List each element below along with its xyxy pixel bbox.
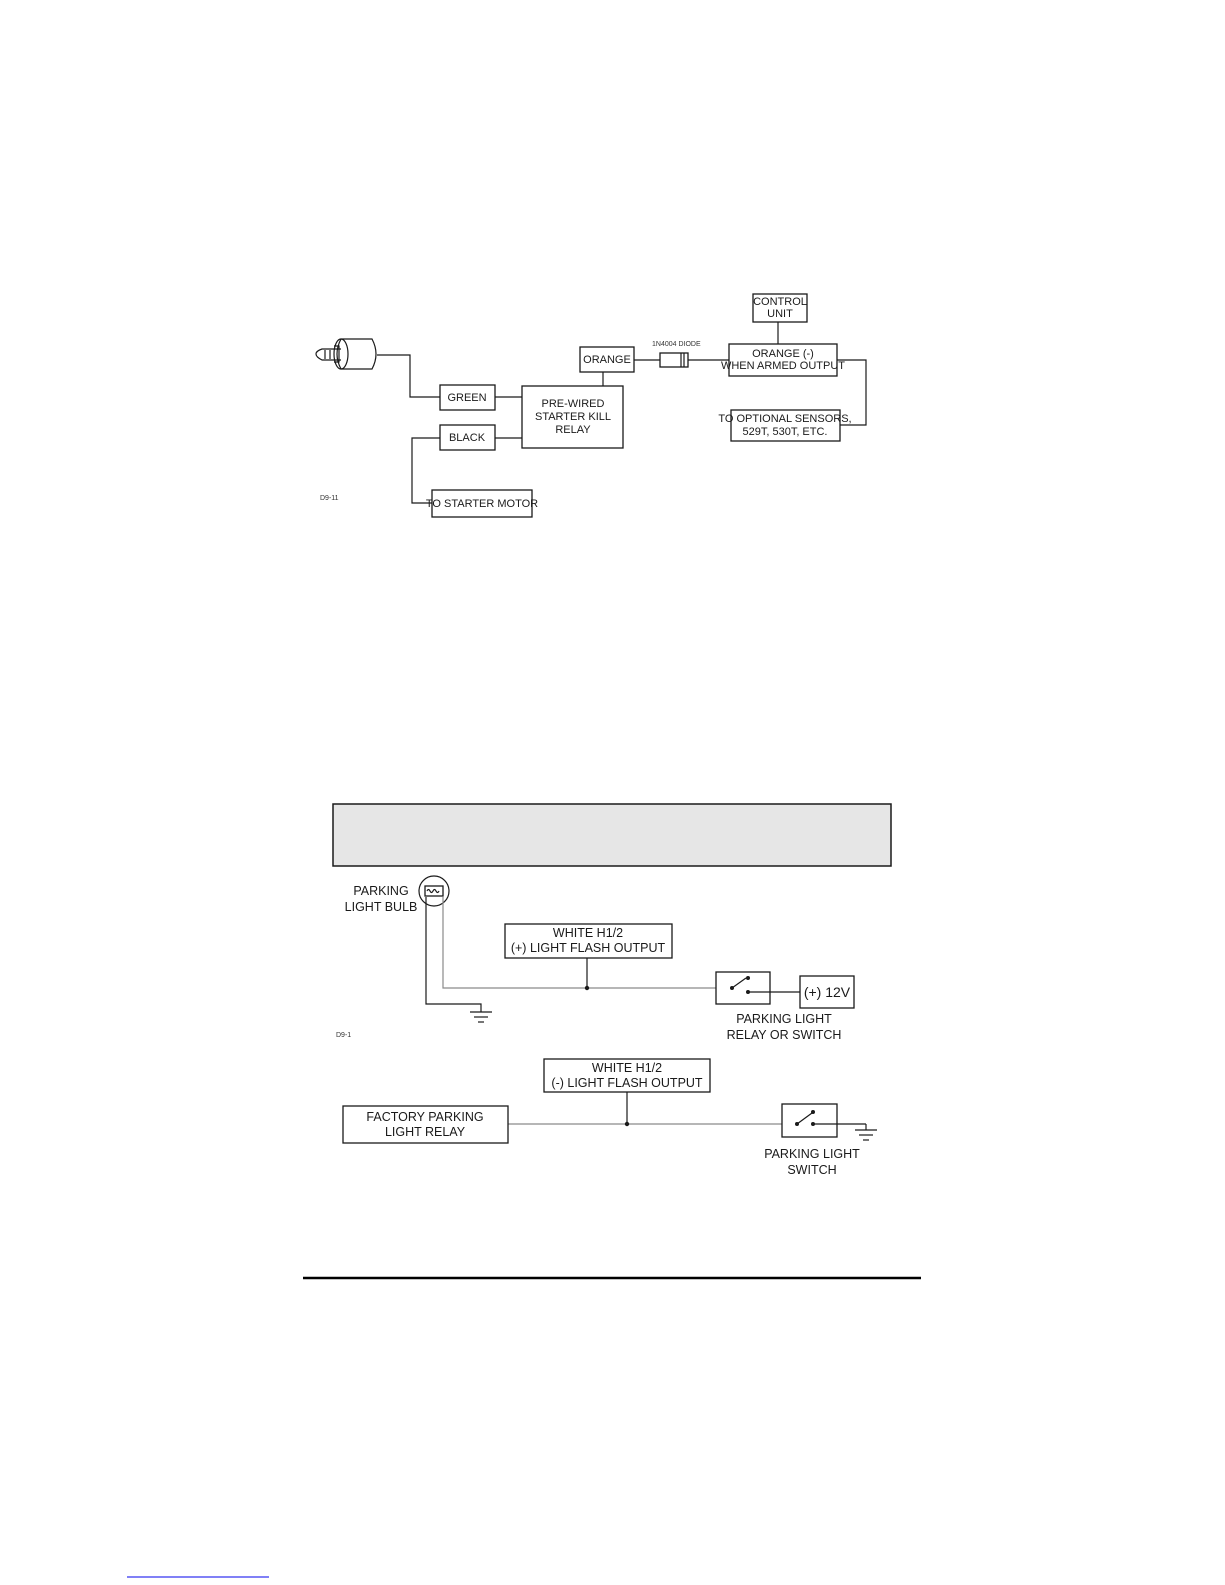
green-box [439, 384, 496, 411]
control-unit-label: CONTROL [753, 296, 807, 308]
black-box [439, 424, 496, 451]
orange-output-label: WHEN ARMED OUTPUT [721, 360, 845, 372]
switch-label: PARKING LIGHT [764, 1147, 860, 1161]
control-unit-box [752, 293, 808, 323]
diode-label: 1N4004 DIODE [652, 341, 701, 348]
factory-relay-box [342, 1105, 509, 1144]
switch-icon [715, 971, 771, 1005]
starter-motor-box [431, 489, 533, 518]
power-box [799, 975, 855, 1009]
sensors-label: TO OPTIONAL SENSORS, [718, 413, 851, 425]
orange-box [579, 346, 635, 373]
relay-label: RELAY [555, 424, 591, 436]
starter-kill-diagram: 1N4004 DIODE CONTROL UNIT ORANGE ORANGE … [315, 293, 867, 518]
orange-output-box [728, 343, 838, 377]
orange-output-label: ORANGE (-) [752, 348, 814, 360]
wire-bulb-to-switch [442, 897, 716, 989]
white-output-label: WHITE H1/2 [592, 1061, 662, 1075]
white-output-label: (-) LIGHT FLASH OUTPUT [551, 1076, 703, 1090]
white-output-box [504, 923, 673, 959]
white-output-label: (+) LIGHT FLASH OUTPUT [511, 941, 666, 955]
switch-icon [781, 1103, 866, 1138]
positive-light-flash-diagram: PARKING LIGHT BULB WHITE H1/2 (+) LIGHT … [336, 875, 855, 1042]
wire-bulb-to-ground [425, 897, 482, 1012]
wire-key-to-green [377, 354, 440, 398]
relay-switch-label: RELAY OR SWITCH [727, 1028, 842, 1042]
relay-box [521, 385, 624, 449]
green-label: GREEN [447, 392, 486, 404]
white-output-box [543, 1058, 711, 1093]
relay-label: PRE-WIRED [542, 398, 605, 410]
negative-light-flash-diagram: WHITE H1/2 (-) LIGHT FLASH OUTPUT FACTOR… [342, 1058, 877, 1177]
starter-motor-label: TO STARTER MOTOR [426, 498, 538, 510]
sensors-box [730, 409, 841, 442]
power-label: (+) 12V [804, 984, 851, 1000]
section-banner [332, 803, 892, 867]
control-unit-label: UNIT [767, 308, 793, 320]
bulb-label: PARKING [353, 884, 408, 898]
factory-relay-label: LIGHT RELAY [385, 1125, 466, 1139]
switch-label: SWITCH [787, 1163, 836, 1177]
relay-label: STARTER KILL [535, 411, 611, 423]
diode-icon [659, 352, 689, 368]
ignition-key-icon [315, 338, 377, 370]
relay-switch-label: PARKING LIGHT [736, 1012, 832, 1026]
ground-icon [470, 1011, 492, 1023]
ground-icon [855, 1124, 877, 1141]
black-label: BLACK [449, 432, 486, 444]
figure-code: D9-11 [320, 495, 339, 502]
sensors-label: 529T, 530T, ETC. [743, 426, 828, 438]
factory-relay-label: FACTORY PARKING [366, 1110, 483, 1124]
orange-label: ORANGE [583, 354, 631, 366]
figure-code: D9-1 [336, 1032, 351, 1039]
white-output-label: WHITE H1/2 [553, 926, 623, 940]
light-bulb-icon [418, 875, 450, 907]
wire-output-to-sensors [837, 359, 867, 426]
bulb-label: LIGHT BULB [345, 900, 418, 914]
wire-starter-to-black [411, 437, 440, 504]
